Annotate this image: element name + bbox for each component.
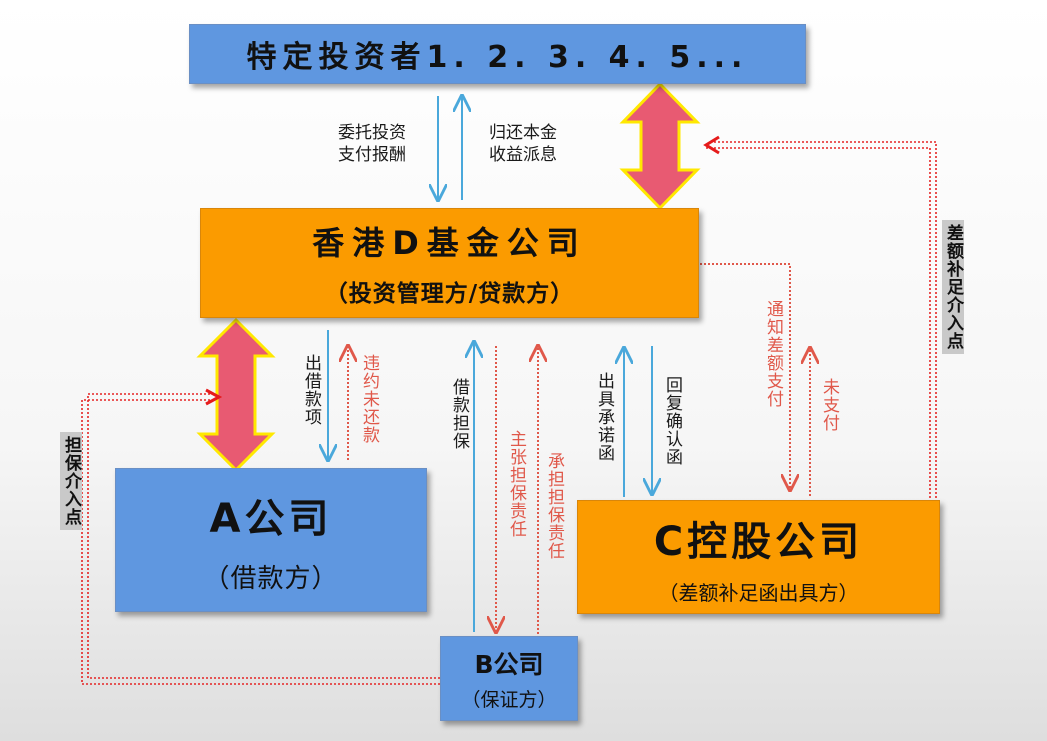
company-a-subtitle: （借款方） xyxy=(203,563,339,594)
default-label: 违约未还款 xyxy=(359,354,379,444)
guarantee-entry-tag: 担保介入点 xyxy=(60,432,82,530)
investors-title: 特定投资者1. 2. 3. 4. 5... xyxy=(246,40,749,75)
claim-guarantee-label: 主张担保责任 xyxy=(506,430,526,538)
company-a-title: A公司 xyxy=(209,495,333,542)
company-c-title: C控股公司 xyxy=(653,518,864,565)
reply-letter-label: 回复确认函 xyxy=(662,376,682,466)
fund-a-double-arrow xyxy=(196,317,276,473)
shortfall-entry-head xyxy=(703,135,720,155)
notify-payment-label: 通知差额支付 xyxy=(763,300,783,408)
lend-label: 出借款项 xyxy=(301,354,321,426)
company-c-subtitle: （差额补足函出具方） xyxy=(658,580,859,605)
guarantee-entry-head xyxy=(205,388,223,406)
entrust-label: 委托投资 支付报酬 xyxy=(338,123,406,165)
fund-d-subtitle: （投资管理方/贷款方） xyxy=(324,281,575,307)
fund-d-box: 香港D基金公司 （投资管理方/贷款方） xyxy=(200,208,699,318)
guarantee-entry-line xyxy=(87,393,440,679)
loan-guarantee-label: 借款担保 xyxy=(449,378,469,450)
company-b-subtitle: （保证方） xyxy=(461,689,557,711)
bear-guarantee-label: 承担担保责任 xyxy=(544,452,564,560)
company-b-title: B公司 xyxy=(474,650,544,679)
company-c-box: C控股公司 （差额补足函出具方） xyxy=(577,500,940,614)
company-b-box: B公司 （保证方） xyxy=(440,636,578,721)
issue-commitment-label: 出具承诺函 xyxy=(594,372,614,462)
fund-d-title: 香港D基金公司 xyxy=(312,224,587,262)
unpaid-label: 未支付 xyxy=(819,378,839,432)
return-label: 归还本金 收益派息 xyxy=(489,123,557,165)
shortfall-entry-line xyxy=(706,147,931,498)
notify-payment-arrow xyxy=(700,263,790,490)
company-a-box: A公司 （借款方） xyxy=(115,468,427,612)
investors-fund-double-arrow xyxy=(619,81,701,211)
shortfall-entry-tag: 差额补足介入点 xyxy=(942,220,964,354)
investors-box: 特定投资者1. 2. 3. 4. 5... xyxy=(189,24,806,84)
